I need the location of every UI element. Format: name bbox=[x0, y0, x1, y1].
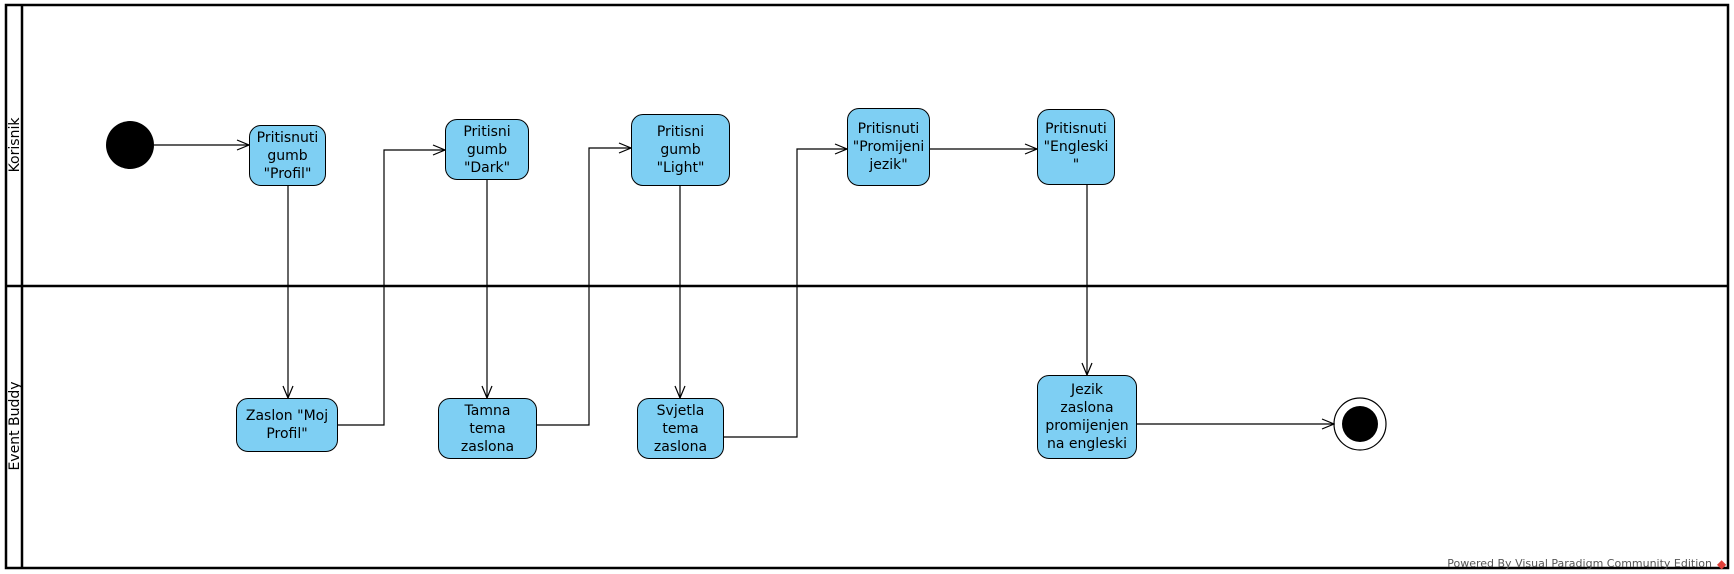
flow-moj-profil-to-dark bbox=[338, 150, 445, 426]
activity-pritisnuti-engleski: Pritisnuti "Engleski " bbox=[1037, 109, 1115, 185]
activity-svjetla-tema-zaslona: Svjetla tema zaslona bbox=[637, 398, 724, 459]
visual-paradigm-logo-icon: ◆ bbox=[1717, 557, 1727, 571]
activity-pritisnuti-promijeni-jezik: Pritisnuti "Promijeni jezik" bbox=[847, 108, 930, 186]
activity-zaslon-moj-profil: Zaslon "Moj Profil" bbox=[236, 398, 338, 452]
activity-tamna-tema-zaslona: Tamna tema zaslona bbox=[438, 398, 537, 459]
lane-label-korisnik: Korisnik bbox=[7, 117, 23, 173]
initial-node bbox=[106, 121, 154, 169]
flow-tamna-to-light bbox=[537, 148, 631, 426]
flow-svjetla-to-promijeni bbox=[724, 149, 847, 438]
activity-pritisni-gumb-dark: Pritisni gumb "Dark" bbox=[445, 119, 529, 180]
final-node bbox=[1342, 406, 1378, 442]
activity-pritisnuti-gumb-profil: Pritisnuti gumb "Profil" bbox=[249, 125, 326, 186]
watermark-text: Powered By Visual Paradigm Community Edi… bbox=[1447, 557, 1712, 570]
lane-label-event-buddy: Event Buddy bbox=[7, 381, 23, 470]
activity-jezik-promijenjen-na-engleski: Jezik zaslona promijenjen na engleski bbox=[1037, 375, 1137, 459]
activity-pritisni-gumb-light: Pritisni gumb "Light" bbox=[631, 114, 730, 186]
